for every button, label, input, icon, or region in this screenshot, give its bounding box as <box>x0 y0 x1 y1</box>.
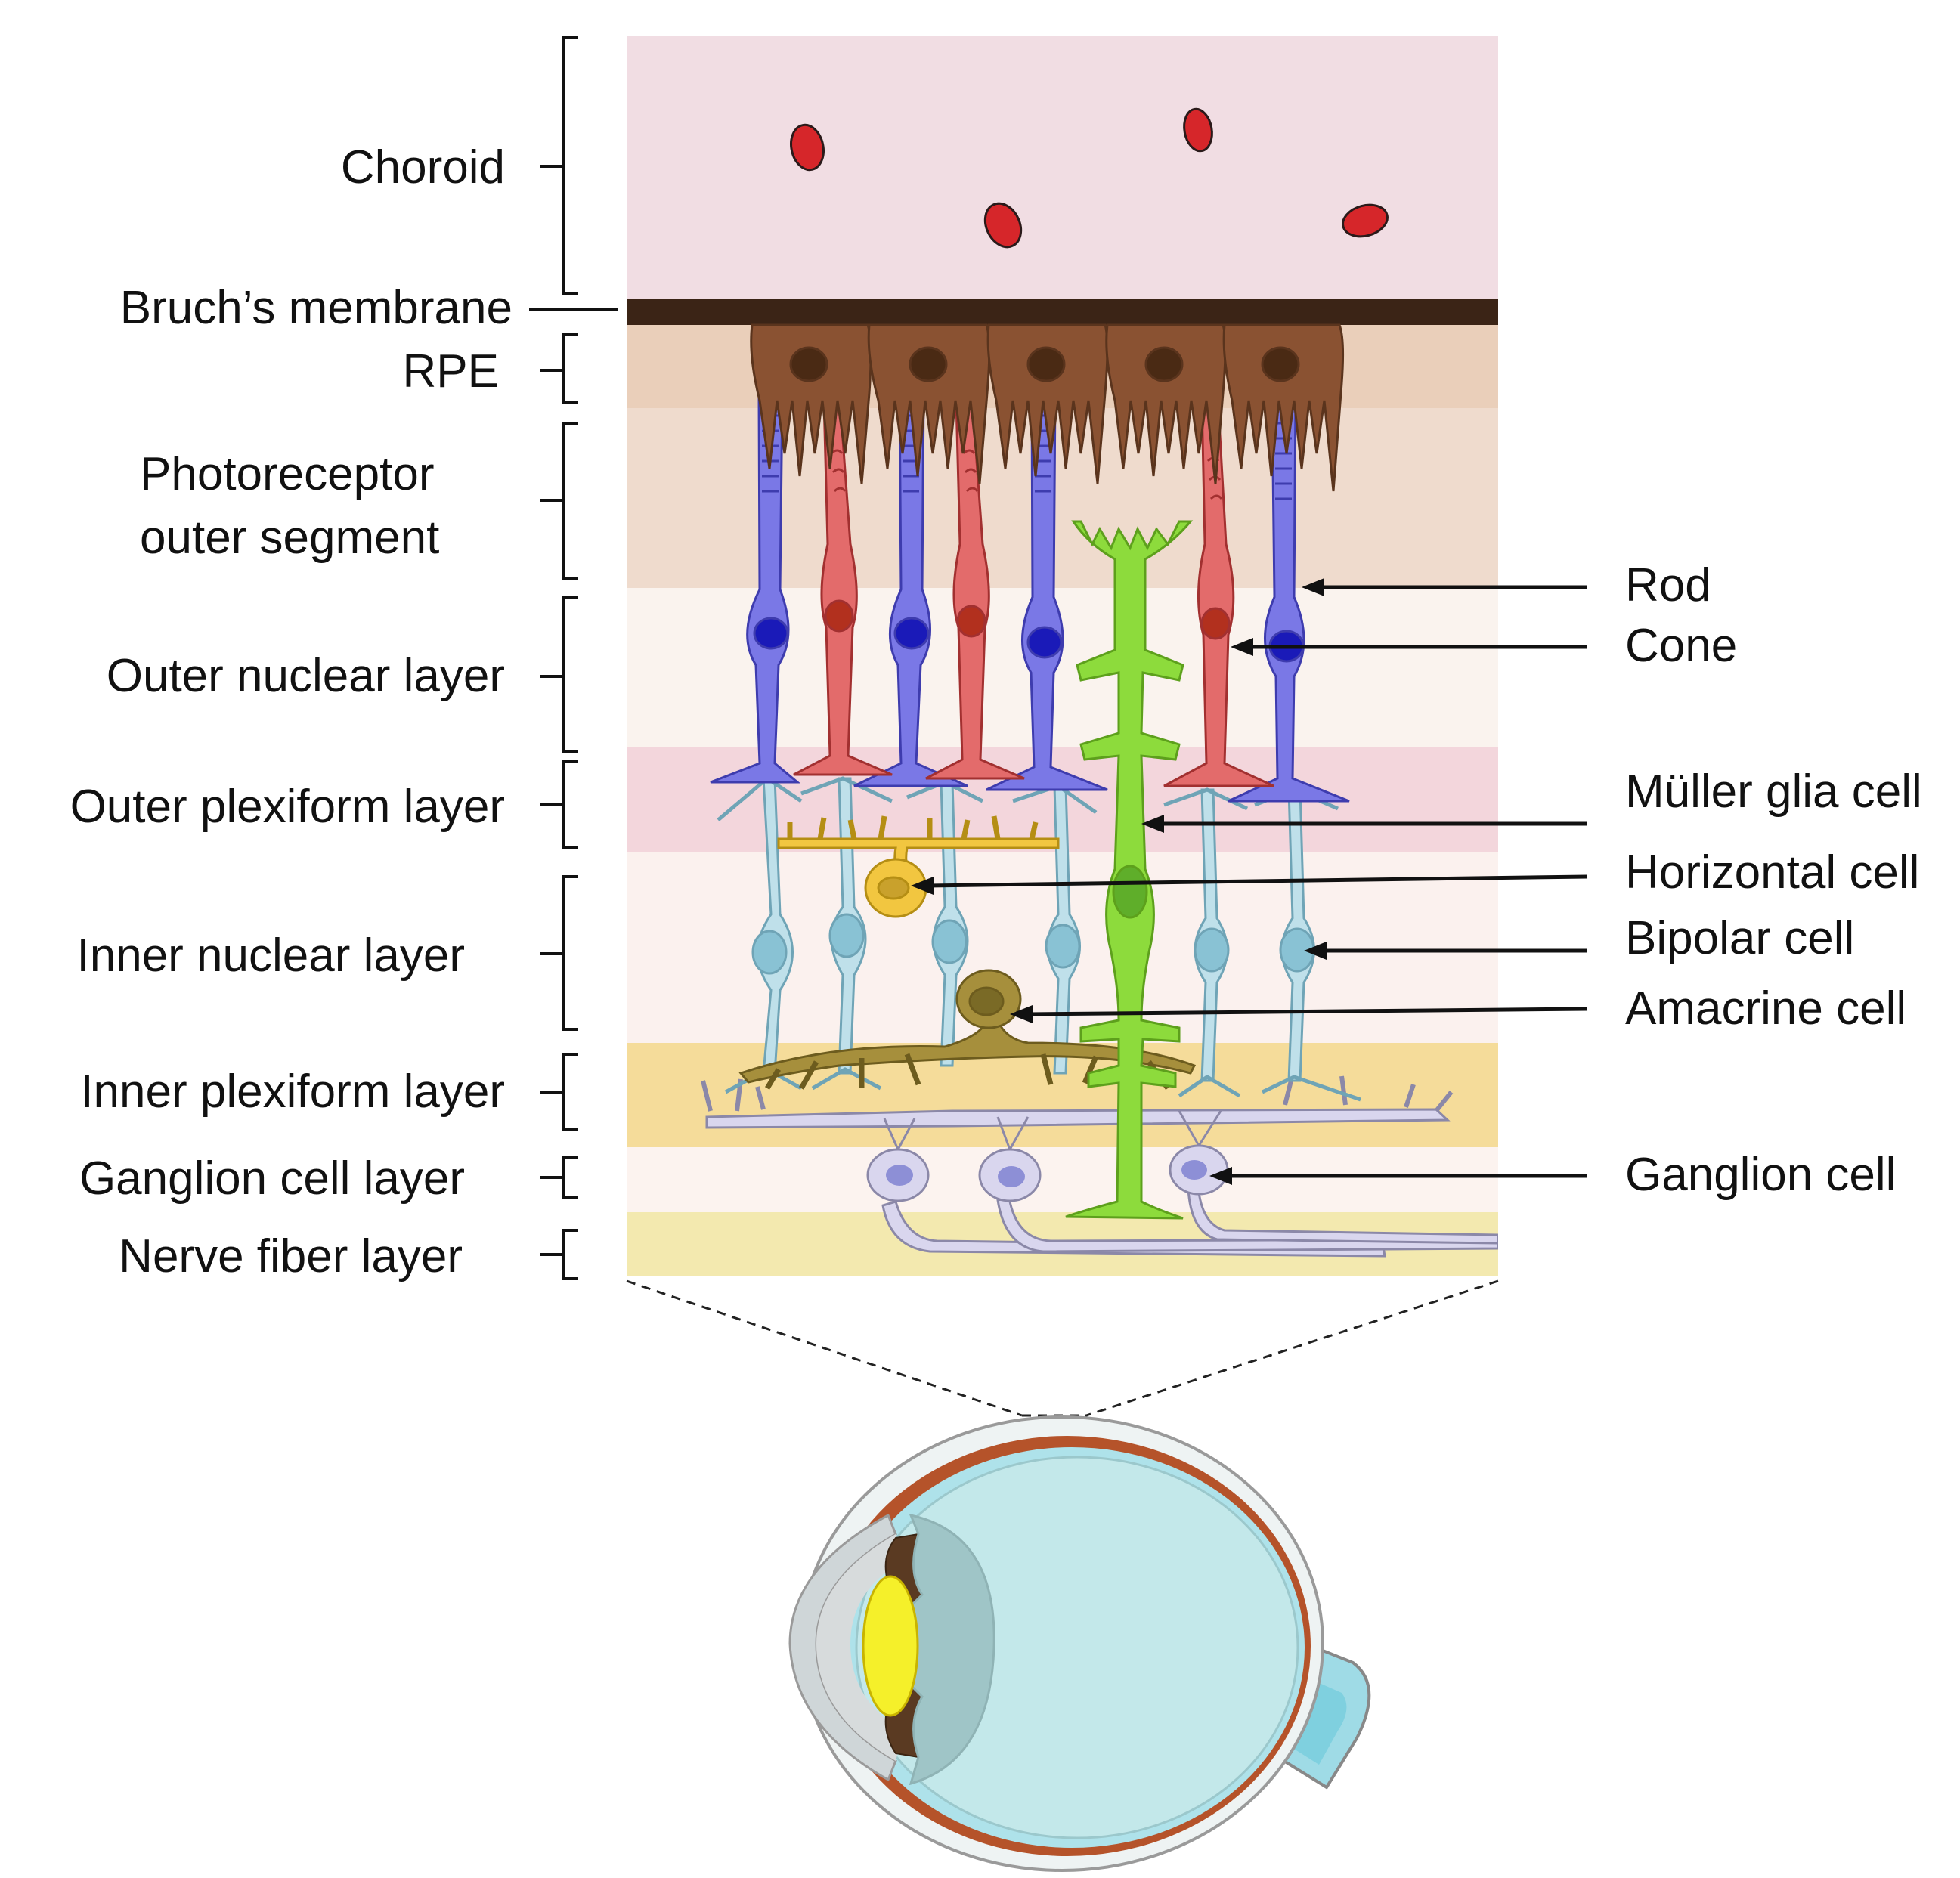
arrow-muller <box>1141 815 1587 833</box>
bracket-rpe <box>540 333 578 404</box>
label-horizontal-cell: Horizontal cell <box>1625 846 1919 899</box>
eyeball-illustration <box>788 1415 1371 1872</box>
label-inner-plexiform-layer: Inner plexiform layer <box>80 1066 505 1118</box>
label-bruchs-membrane: Bruch’s membrane <box>120 282 512 334</box>
bracket-outer-plexiform <box>540 760 578 849</box>
label-bipolar-cell: Bipolar cell <box>1625 912 1854 964</box>
arrow-bipolar <box>1304 942 1587 960</box>
label-ganglion-cell: Ganglion cell <box>1625 1149 1896 1201</box>
rpe-cell <box>1105 323 1227 484</box>
bracket-inner-plexiform <box>540 1053 578 1131</box>
arrow-cone <box>1231 638 1587 656</box>
label-outer-plexiform-layer: Outer plexiform layer <box>70 781 505 833</box>
label-nerve-fiber-layer: Nerve fiber layer <box>119 1230 463 1282</box>
horizontal-cell <box>777 815 1060 918</box>
axon <box>1187 1185 1498 1245</box>
bracket-nerve-fiber <box>540 1229 578 1280</box>
label-outer-nuclear-layer: Outer nuclear layer <box>107 650 505 702</box>
bracket-outer-nuclear <box>540 596 578 753</box>
label-cone: Cone <box>1625 620 1737 672</box>
label-rpe: RPE <box>403 345 499 398</box>
choroid-band <box>627 36 1498 299</box>
arrow-amacrine <box>1010 1005 1588 1023</box>
label-inner-nuclear-layer: Inner nuclear layer <box>77 930 466 982</box>
bracket-inner-nuclear <box>540 875 578 1031</box>
rpe-cell <box>1222 323 1345 492</box>
cone-cell <box>793 397 893 776</box>
label-rod: Rod <box>1625 559 1711 611</box>
blood-cell <box>790 123 825 172</box>
label-ganglion-cell-layer: Ganglion cell layer <box>79 1152 465 1205</box>
bipolar-cell <box>1279 788 1315 1082</box>
label-choroid: Choroid <box>341 141 505 193</box>
arrow-ganglion <box>1209 1167 1587 1185</box>
ganglion-cells <box>701 1074 1498 1258</box>
arrow-rod <box>1302 578 1587 596</box>
arrow-horizontal <box>911 874 1588 895</box>
pupil-lens <box>862 1575 919 1717</box>
cell-labels: Rod Cone Müller glia cell Horizontal cel… <box>1625 559 1922 1201</box>
label-amacrine-cell: Amacrine cell <box>1625 982 1906 1035</box>
bipolar-cell <box>1045 784 1081 1075</box>
label-muller-glia-cell: Müller glia cell <box>1625 766 1922 818</box>
label-photoreceptor: Photoreceptor <box>140 448 434 500</box>
bracket-choroid <box>540 36 578 295</box>
anterior-chamber <box>816 1534 903 1761</box>
bracket-ganglion <box>540 1156 578 1199</box>
blood-cells <box>790 107 1389 249</box>
blood-cell <box>983 202 1023 249</box>
rpe-cells <box>750 323 1345 492</box>
blood-cell <box>1183 107 1213 153</box>
blood-cell <box>1342 203 1389 238</box>
amacrine-cell <box>738 969 1197 1091</box>
cell-pointer-arrows <box>911 578 1588 1185</box>
axon <box>881 1200 1386 1258</box>
layer-brackets <box>529 36 618 1280</box>
rpe-cell <box>750 323 872 484</box>
bracket-outer-segment <box>540 422 578 580</box>
ganglion-band <box>627 1147 1498 1212</box>
label-outer-segment: outer segment <box>140 512 439 564</box>
lens-region <box>909 1513 995 1786</box>
layer-labels: Choroid Bruch’s membrane RPE Photorecept… <box>70 141 512 1282</box>
bruchs-membrane-band <box>627 299 1498 325</box>
bipolar-cell <box>931 781 969 1067</box>
muller-glia-cell <box>1065 520 1194 1220</box>
